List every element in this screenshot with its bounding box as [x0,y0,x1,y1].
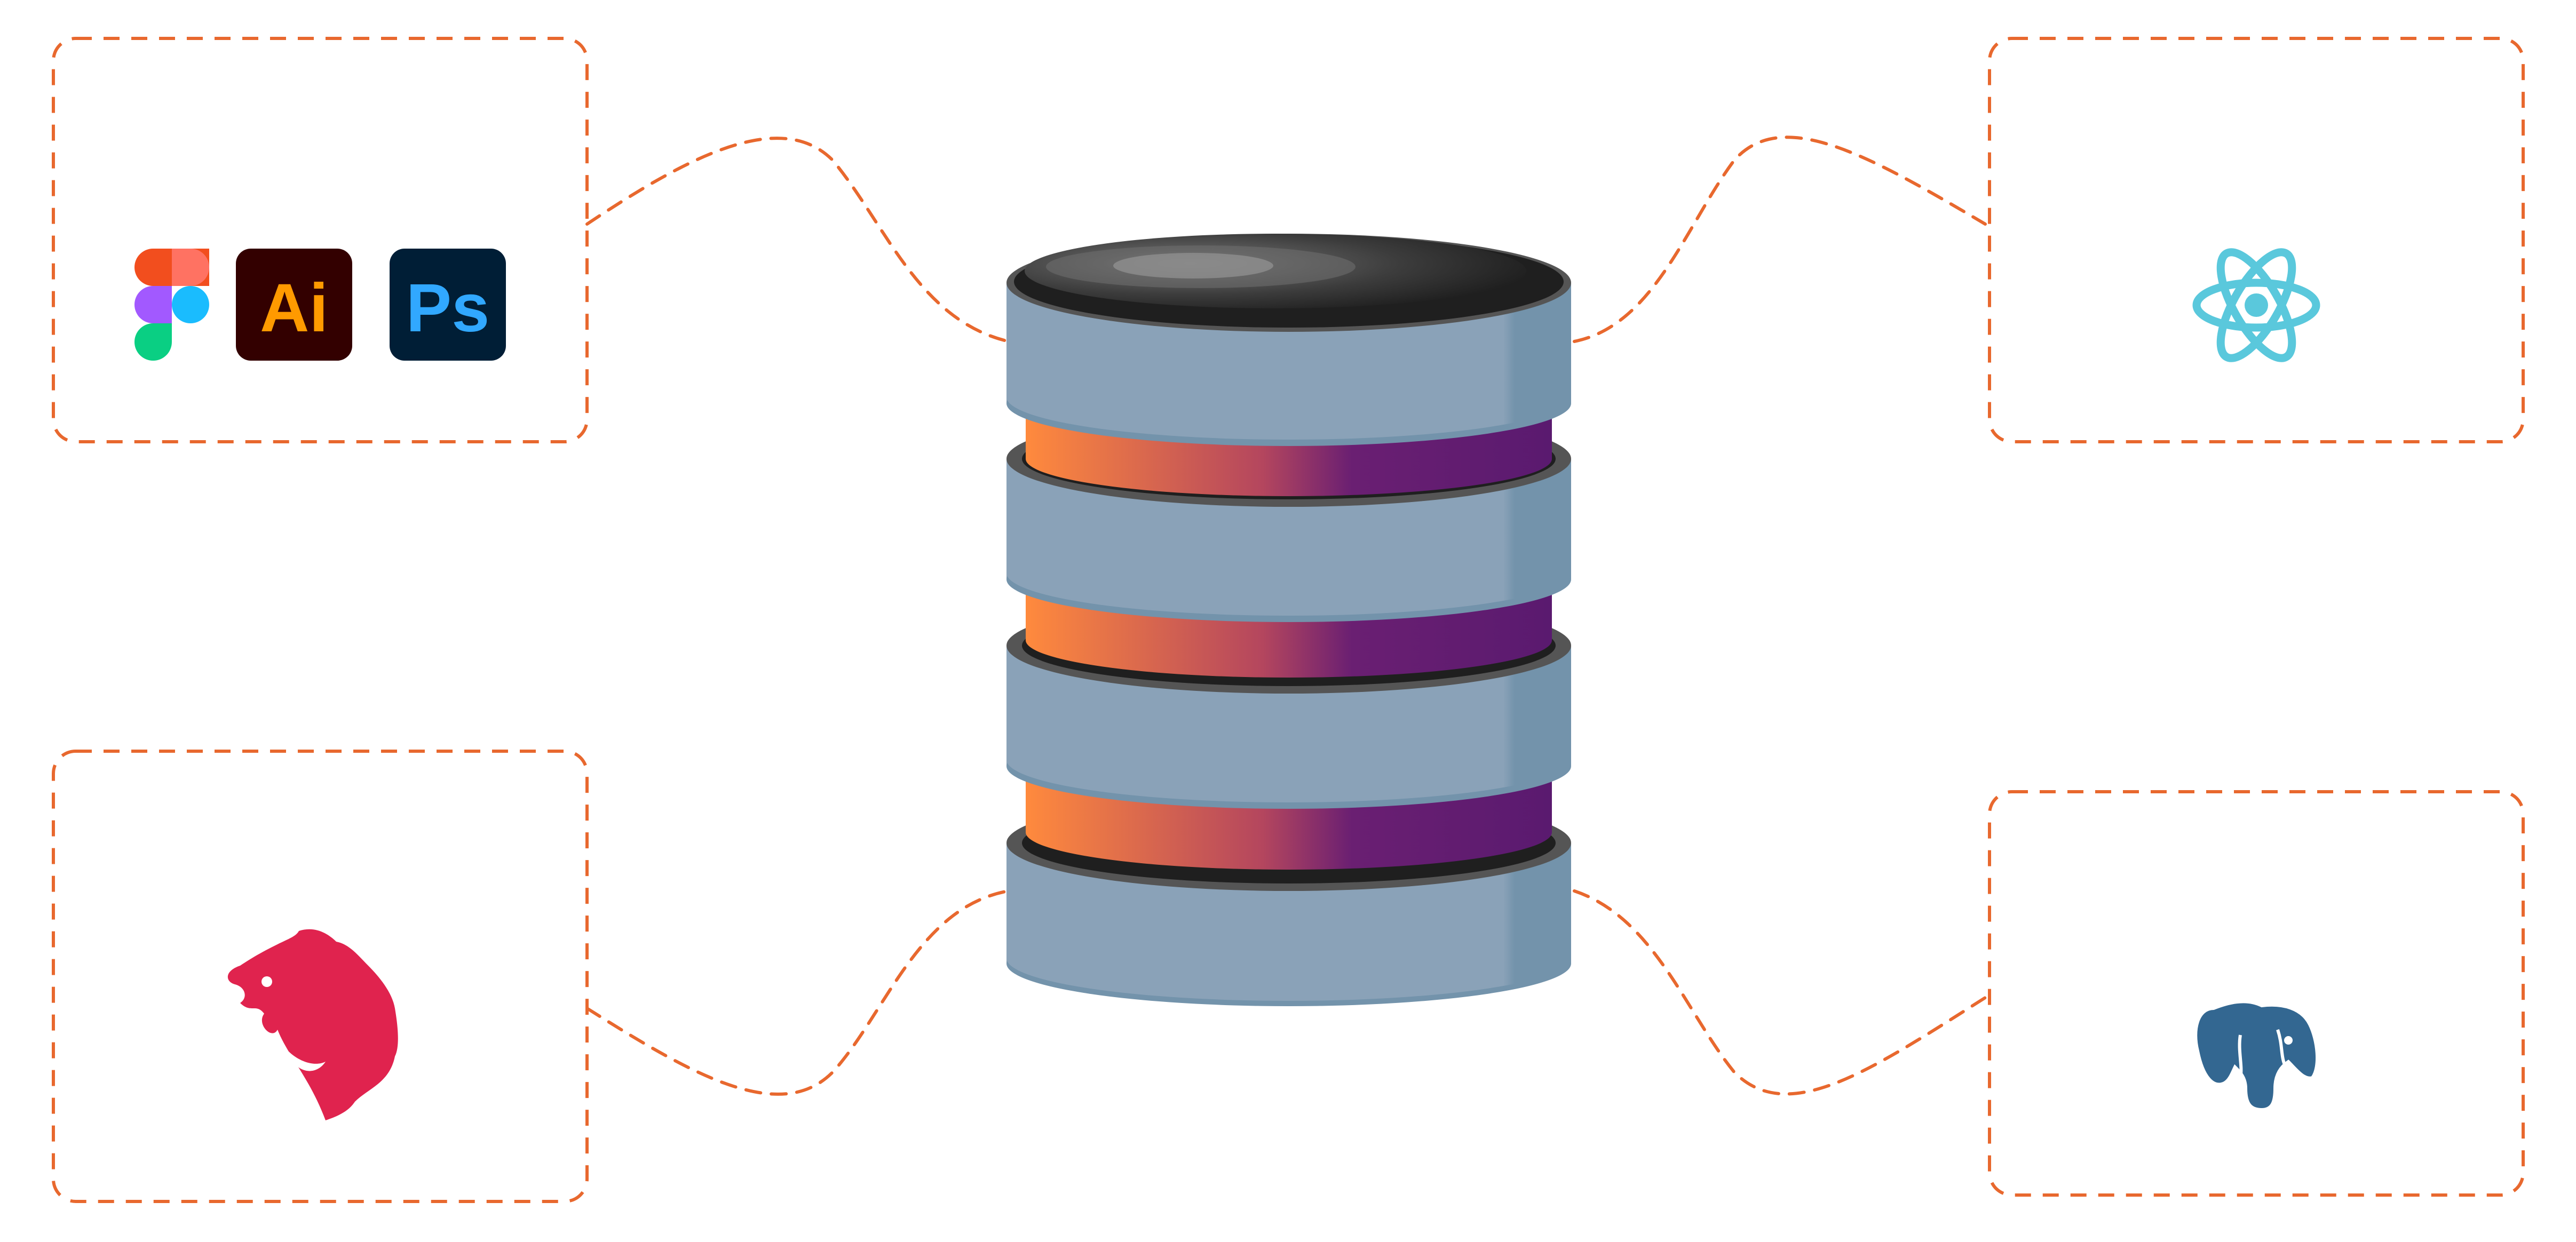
connector-design-tools [585,137,1010,343]
react-icon [2192,248,2320,362]
frontend-box [1988,37,2525,443]
postgresql-icon [2194,1000,2319,1112]
connectors [585,136,1987,1096]
database-stack [1006,234,1571,1006]
database-disk-1 [1006,234,1571,446]
backend-box [52,750,589,1203]
illustrator-icon: Ai [236,249,352,361]
illustrator-label: Ai [260,270,328,346]
database-disk-4 [1006,795,1571,1006]
design-tools-icons: Ai Ps [134,249,506,361]
photoshop-label: Ps [406,270,490,346]
figma-icon [134,249,209,361]
connector-backend [585,889,1010,1096]
photoshop-icon: Ps [390,249,506,361]
design-tools-box [52,37,589,443]
connector-frontend [1573,136,1987,343]
nestjs-icon [227,929,398,1120]
node-boxes [52,37,2525,1203]
database-engine-box [1988,790,2525,1197]
connector-database-engine [1573,889,1987,1096]
